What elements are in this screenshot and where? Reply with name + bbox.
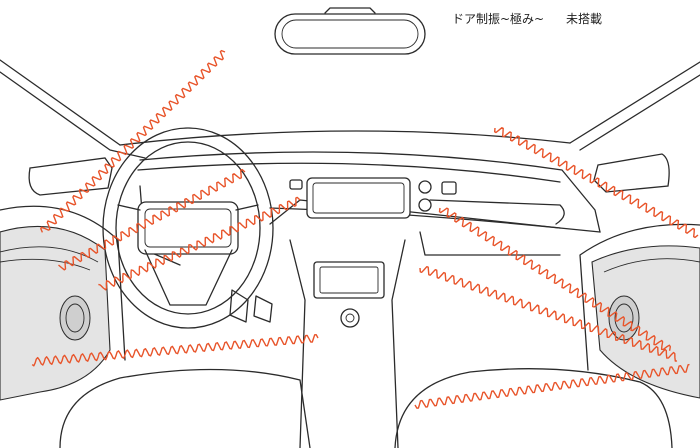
- center-display: [289, 177, 457, 219]
- front-seats: [59, 368, 673, 448]
- caption-status: 未搭載: [565, 12, 602, 26]
- vibration-wave-icon: [31, 334, 319, 367]
- vibration-wave-icon: [494, 127, 699, 239]
- caption-title: ドア制振~極み~: [452, 12, 545, 26]
- vibration-wave-icon: [438, 207, 671, 351]
- speaker-icon: [59, 295, 91, 341]
- right-side-mirror: [593, 153, 670, 193]
- vibration-waves: [31, 49, 699, 409]
- left-door-panel: [0, 205, 126, 401]
- pedals: [229, 289, 273, 323]
- rear-view-mirror-icon: [274, 7, 426, 55]
- vibration-wave-icon: [58, 168, 246, 271]
- vibration-wave-icon: [40, 49, 226, 233]
- vibration-wave-icon: [98, 196, 301, 291]
- vibration-wave-icon: [414, 363, 690, 409]
- left-side-mirror: [28, 157, 113, 196]
- caption: ドア制振~極み~ 未搭載: [452, 10, 602, 27]
- windshield-frame: [0, 59, 700, 159]
- vibration-wave-icon: [419, 266, 678, 362]
- center-console: [289, 239, 406, 448]
- right-door-panel: [579, 223, 700, 399]
